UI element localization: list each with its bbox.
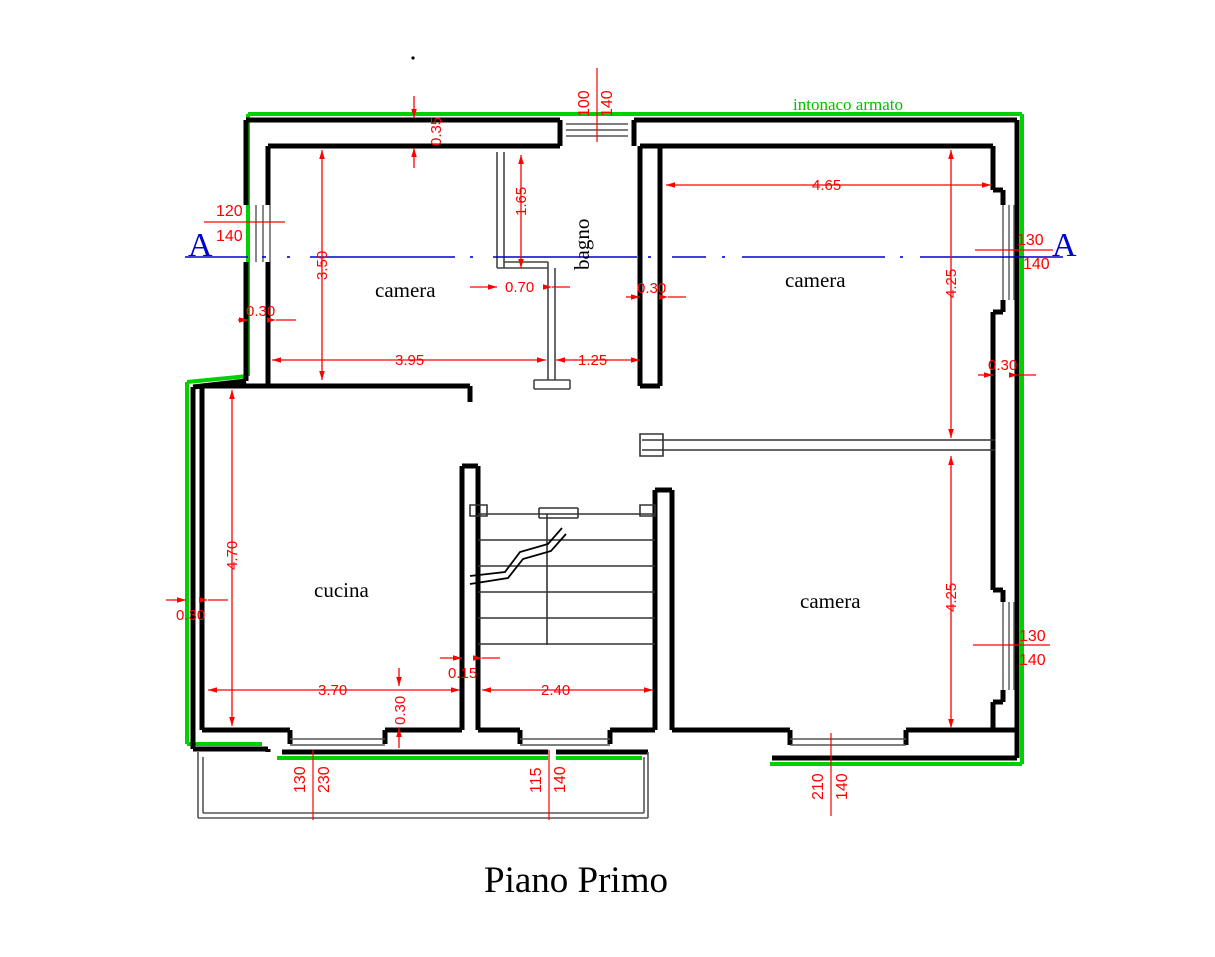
opening-tag-window-right-camera-top: 130 140 [975,232,1053,273]
dim-camera-tl-height: 3.50 [314,251,331,280]
room-label-cucina: cucina [314,578,369,602]
svg-text:140: 140 [1019,652,1046,669]
dim-wall-left-upper: 0.30 [246,303,275,320]
opening-tag-door-balcony-cucina: 130 230 [292,750,333,820]
svg-text:230: 230 [316,766,333,793]
balcony [197,752,649,819]
svg-text:210: 210 [810,773,827,800]
svg-text:100: 100 [576,90,593,117]
dim-camera-tl-width: 3.95 [395,352,424,369]
svg-text:140: 140 [834,773,851,800]
dim-wall-right-upper: 0.30 [988,357,1017,374]
dim-bagno-door-width: 0.70 [505,279,534,296]
dim-wall-left-lower: 0.30 [176,607,205,624]
page-title: Piano Primo [484,860,668,901]
section-marker-right: A [1052,227,1077,264]
dim-bagno-offset-top: 1.65 [513,187,530,216]
dim-camera-tr-width: 4.65 [812,177,841,194]
sliding-partition [639,433,995,457]
dim-camera-br-height: 4.25 [943,583,960,612]
opening-tag-window-stair-bottom: 115 140 [528,750,569,820]
svg-text:130: 130 [1019,628,1046,645]
dim-wall-bottom-partition: 0.30 [392,696,409,725]
interior-walls [199,120,1017,745]
svg-text:115: 115 [528,767,545,793]
insulation-note: intonaco armato [793,95,903,114]
dim-bagno-width: 1.25 [578,352,607,369]
svg-text:130: 130 [1017,232,1044,249]
opening-tag-window-right-camera-bottom: 130 140 [973,628,1050,669]
room-label-camera-top-left: camera [375,278,436,302]
opening-tag-door-balcony-camera: 210 140 [810,733,851,816]
dim-cucina-width: 3.70 [318,682,347,699]
dim-camera-tr-height: 4.25 [943,269,960,298]
bagno-door [496,152,571,390]
svg-text:140: 140 [216,228,243,245]
svg-text:140: 140 [1023,256,1050,273]
room-label-bagno: bagno [570,219,594,270]
dim-stair-wall: 0.15 [448,665,477,682]
svg-text:140: 140 [599,90,616,117]
dim-wall-top-thickness: 0.35 [428,117,445,146]
svg-text:120: 120 [216,203,243,220]
opening-tag-window-top-bagno: 100 140 [576,68,616,142]
dim-wall-mid-vertical: 0.30 [637,280,666,297]
opening-tag-window-left-camera: 120 140 [204,203,285,245]
dim-cucina-height: 4.70 [224,541,241,570]
svg-text:130: 130 [292,766,309,793]
svg-text:140: 140 [552,766,569,793]
room-label-camera-top-right: camera [785,268,846,292]
drawing-dot [411,56,415,60]
staircase [469,504,656,645]
room-label-camera-bottom-right: camera [800,589,861,613]
dim-stair-width: 2.40 [541,682,570,699]
stair-break-line [469,527,567,585]
section-marker-left: A [188,227,213,264]
dimension-layer [166,96,1036,748]
